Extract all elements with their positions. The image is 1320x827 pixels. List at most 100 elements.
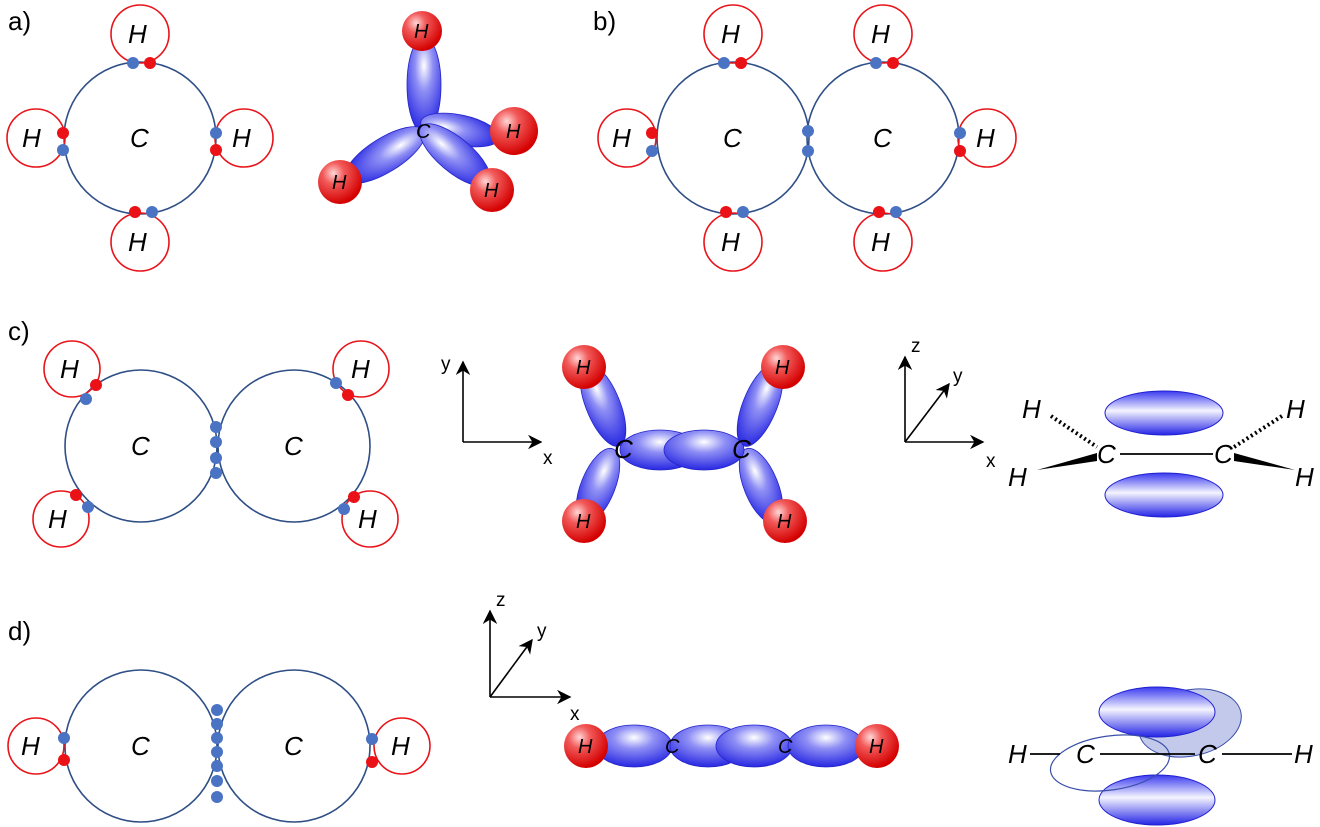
carbon-electron bbox=[890, 206, 902, 218]
panel-a-methane-lewis: C H H H H bbox=[6, 4, 274, 272]
atom-label-carbon: C bbox=[131, 431, 150, 461]
hydrogen-sphere bbox=[402, 11, 442, 51]
atom-label-hydrogen: H bbox=[578, 736, 593, 758]
atom-label-hydrogen: H bbox=[60, 354, 79, 384]
hydrogen-shell bbox=[7, 717, 65, 775]
hydrogen-electron bbox=[144, 57, 156, 69]
carbon-electron bbox=[737, 206, 749, 218]
carbon-electron bbox=[330, 377, 342, 389]
sp-orbital-lobe bbox=[787, 724, 865, 768]
hydrogen-electron bbox=[646, 127, 658, 139]
atom-label-hydrogen: H bbox=[1008, 739, 1027, 769]
axis-label-y: y bbox=[441, 354, 451, 375]
pi-orbital-lobe bbox=[1098, 774, 1216, 826]
axis-label-x: x bbox=[986, 451, 996, 472]
atom-label-carbon: C bbox=[1076, 739, 1095, 769]
panel-b-ethane-lewis: C C H H H H H H bbox=[597, 4, 1017, 272]
carbon-electron bbox=[211, 746, 223, 758]
hydrogen-electron bbox=[342, 389, 354, 401]
hydrogen-electron bbox=[348, 491, 360, 503]
hydrogen-shell bbox=[32, 490, 90, 548]
panel-c-ethylene-pi-bond: C C H H H H bbox=[1008, 390, 1314, 518]
atom-label-hydrogen: H bbox=[869, 736, 884, 758]
atom-label-hydrogen: H bbox=[1286, 394, 1305, 424]
atom-label-hydrogen: H bbox=[332, 172, 347, 194]
atom-label-hydrogen: H bbox=[414, 21, 429, 43]
atom-label-hydrogen: H bbox=[775, 357, 790, 379]
atom-label-hydrogen: H bbox=[351, 354, 370, 384]
carbon-electron bbox=[366, 733, 378, 745]
hydrogen-sphere bbox=[490, 107, 538, 155]
atom-label-hydrogen: H bbox=[391, 731, 410, 761]
atom-label-hydrogen: H bbox=[358, 504, 377, 534]
atom-label-carbon: C bbox=[732, 434, 751, 464]
hydrogen-shell bbox=[341, 490, 399, 548]
axis-label-x: x bbox=[570, 704, 580, 725]
hydrogen-electron bbox=[210, 144, 222, 156]
panel-c-ethylene-orbital: H H H H C C bbox=[562, 345, 807, 543]
carbon-electron bbox=[210, 127, 222, 139]
hydrogen-sphere bbox=[761, 345, 805, 389]
carbon-electron bbox=[210, 452, 222, 464]
panel-label-b: b) bbox=[593, 6, 616, 36]
atom-label-hydrogen: H bbox=[777, 511, 792, 533]
atom-label-carbon: C bbox=[723, 123, 742, 153]
wedge-bond bbox=[1234, 453, 1295, 470]
atom-label-hydrogen: H bbox=[1294, 739, 1313, 769]
atom-label-hydrogen: H bbox=[484, 180, 499, 202]
atom-label-carbon: C bbox=[130, 123, 149, 153]
carbon-electron bbox=[127, 57, 139, 69]
carbon-electron bbox=[211, 760, 223, 772]
carbon-electron bbox=[338, 503, 350, 515]
carbon-electron bbox=[211, 704, 223, 716]
carbon-electron bbox=[210, 467, 222, 479]
atom-label-hydrogen: H bbox=[976, 123, 995, 153]
atom-label-carbon: C bbox=[1097, 439, 1116, 469]
hydrogen-shell bbox=[703, 4, 763, 64]
panel-label-c: c) bbox=[8, 316, 30, 346]
hydrogen-shell bbox=[597, 108, 657, 168]
panel-c-xy-axes: y x bbox=[441, 354, 553, 469]
pi-orbital-lobe bbox=[1098, 686, 1216, 738]
atom-label-carbon: C bbox=[416, 121, 431, 143]
carbon-electron bbox=[646, 145, 658, 157]
carbon-electron bbox=[211, 718, 223, 730]
atom-label-hydrogen: H bbox=[21, 731, 40, 761]
carbon-electron bbox=[802, 145, 814, 157]
hydrogen-sphere bbox=[318, 160, 362, 204]
panel-label-a: a) bbox=[8, 6, 31, 36]
atom-label-hydrogen: H bbox=[721, 227, 740, 257]
hydrogen-electron bbox=[735, 57, 747, 69]
pi-orbital-lobe bbox=[1104, 390, 1224, 436]
carbon-electron bbox=[954, 127, 966, 139]
atom-label-carbon: C bbox=[778, 736, 793, 758]
atom-label-hydrogen: H bbox=[128, 227, 147, 257]
panel-label-d: d) bbox=[8, 616, 31, 646]
atom-label-carbon: C bbox=[1198, 739, 1217, 769]
atom-label-hydrogen: H bbox=[48, 504, 67, 534]
carbon-electron bbox=[82, 501, 94, 513]
panel-c-xyz-axes: z y x bbox=[897, 336, 996, 472]
atom-label-carbon: C bbox=[873, 123, 892, 153]
pi-orbital-lobe bbox=[1104, 472, 1224, 518]
atom-label-hydrogen: H bbox=[612, 123, 631, 153]
atom-label-hydrogen: H bbox=[232, 123, 251, 153]
atom-label-hydrogen: H bbox=[22, 123, 41, 153]
axis-label-y: y bbox=[953, 366, 963, 387]
atom-label-hydrogen: H bbox=[576, 357, 591, 379]
carbon-electron bbox=[210, 421, 222, 433]
y-axis-arrow bbox=[489, 638, 533, 698]
atom-label-hydrogen: H bbox=[871, 227, 890, 257]
carbon-electron bbox=[57, 144, 69, 156]
hydrogen-electron bbox=[954, 145, 966, 157]
hydrogen-electron bbox=[57, 127, 69, 139]
atom-label-hydrogen: H bbox=[128, 19, 147, 49]
carbon-electron bbox=[80, 393, 92, 405]
y-axis-arrow bbox=[904, 382, 950, 443]
axis-label-z: z bbox=[496, 590, 506, 611]
carbon-electron bbox=[211, 732, 223, 744]
hydrogen-sphere bbox=[855, 724, 899, 768]
carbon-electron bbox=[211, 791, 223, 803]
carbon-electron bbox=[146, 206, 158, 218]
atom-label-hydrogen: H bbox=[576, 511, 591, 533]
